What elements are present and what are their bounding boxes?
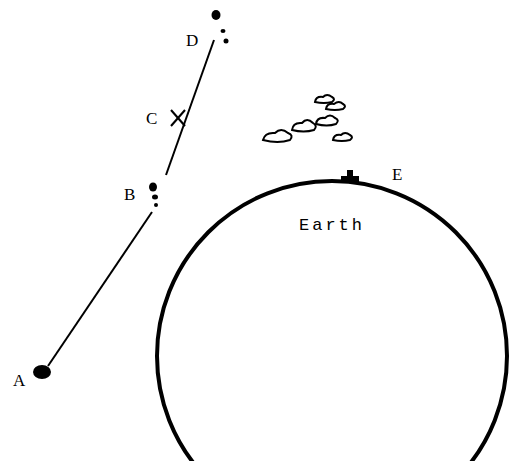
path-line — [166, 40, 214, 175]
cross-mark — [171, 110, 185, 126]
point-letter: A — [13, 372, 25, 389]
fragment — [152, 195, 158, 200]
cross-mark — [171, 110, 185, 126]
point-letter: B — [124, 186, 135, 203]
point-letter: E — [392, 166, 402, 183]
path-line — [48, 212, 152, 366]
earth-circle: Earth — [154, 178, 510, 461]
point-letter: C — [146, 110, 157, 127]
fragment — [149, 183, 157, 192]
point-letter: D — [186, 32, 198, 49]
fragment — [212, 10, 221, 20]
body-label: Earth — [299, 216, 365, 235]
fragment — [154, 203, 158, 207]
meteoroid — [33, 365, 51, 379]
fragment — [221, 29, 226, 33]
clouds — [263, 95, 352, 142]
fragment — [224, 39, 229, 44]
